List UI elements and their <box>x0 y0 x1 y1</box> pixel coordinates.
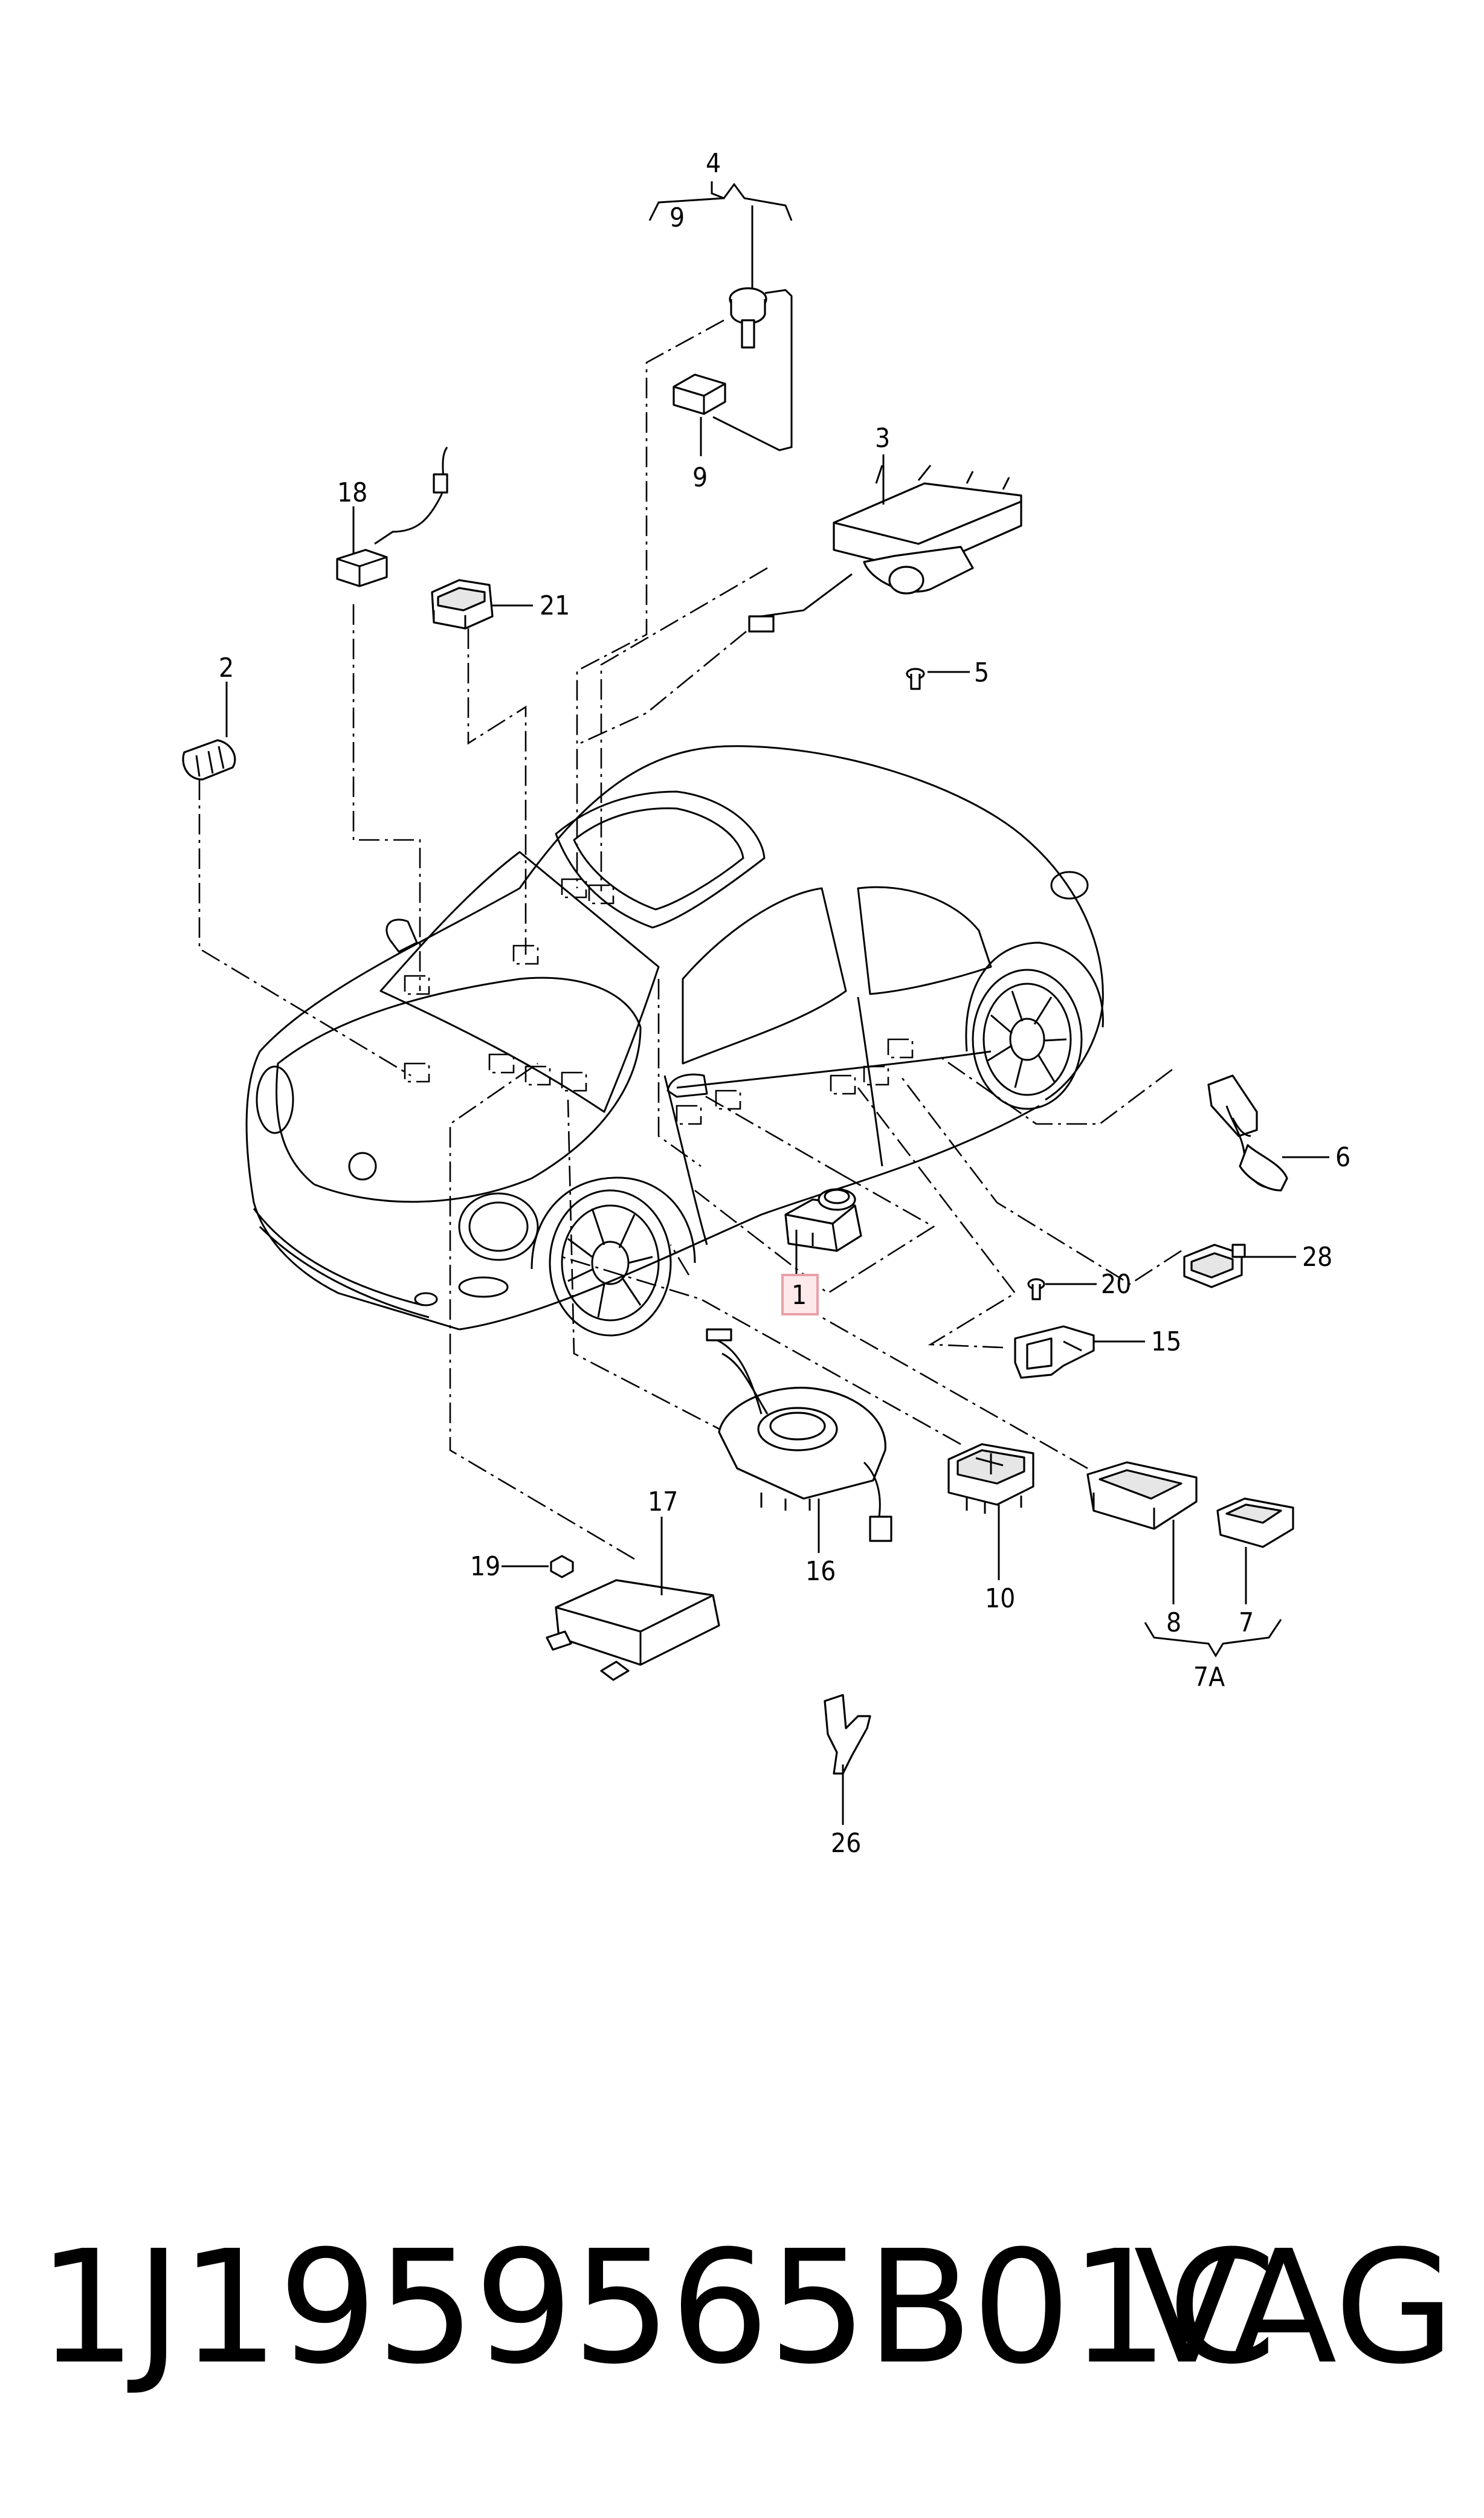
callout-5: 5 <box>974 657 989 688</box>
callout-7a: 7A <box>1193 1662 1225 1693</box>
part-2-sensor <box>182 739 236 781</box>
part-5-screw <box>906 668 925 690</box>
callout-3: 3 <box>875 423 890 454</box>
callout-18: 18 <box>337 477 367 508</box>
callout-2: 2 <box>219 653 234 683</box>
part-number: 1J1959565B01C <box>37 2217 1277 2398</box>
callout-21: 21 <box>540 590 570 621</box>
part-7-cover <box>1216 1497 1294 1548</box>
callout-1: 1 <box>792 1280 807 1311</box>
callout-19: 19 <box>470 1551 500 1582</box>
part-4-switch <box>712 272 793 451</box>
callout-leaders <box>225 181 1329 1825</box>
callout-7: 7 <box>1239 1607 1254 1638</box>
part-26-clip <box>824 1694 871 1783</box>
part-10-switch <box>947 1443 1034 1514</box>
part-18-sensor <box>336 447 448 587</box>
callout-16: 16 <box>805 1556 836 1587</box>
parts <box>182 272 1294 1783</box>
callout-labels: 4 9 9 3 5 18 21 2 6 28 20 15 1 17 19 16 … <box>219 148 1350 1859</box>
highlight-box <box>781 1274 819 1315</box>
part-8-bezel <box>1086 1461 1198 1530</box>
callout-9-bottom: 9 <box>692 462 708 493</box>
part-19-nut <box>550 1555 574 1578</box>
callout-26: 26 <box>831 1828 861 1859</box>
callout-15: 15 <box>1151 1326 1181 1357</box>
leader-lines <box>198 319 1182 1560</box>
callout-28: 28 <box>1302 1242 1332 1273</box>
callout-6: 6 <box>1335 1142 1350 1173</box>
part-20-screw <box>1027 1278 1045 1300</box>
car-illustration <box>245 745 1104 1337</box>
part-3-motor <box>748 465 1022 633</box>
part-16-clockspring <box>706 1328 892 1542</box>
part-9-cap <box>673 373 726 415</box>
callout-9-top: 9 <box>669 202 685 233</box>
part-17-control-unit <box>546 1579 720 1681</box>
part-6-bracket <box>1207 1074 1288 1192</box>
brand-name: VAG <box>1134 2217 1455 2398</box>
part-28-switch <box>1183 1244 1246 1288</box>
callout-10: 10 <box>985 1583 1015 1614</box>
part-1-switch <box>784 1188 862 1252</box>
callout-8: 8 <box>1166 1607 1181 1638</box>
callout-17: 17 <box>648 1487 678 1517</box>
callout-20: 20 <box>1101 1269 1131 1300</box>
callout-4: 4 <box>706 148 721 179</box>
part-21-switch <box>431 579 494 630</box>
part-15-holder <box>1014 1325 1095 1379</box>
